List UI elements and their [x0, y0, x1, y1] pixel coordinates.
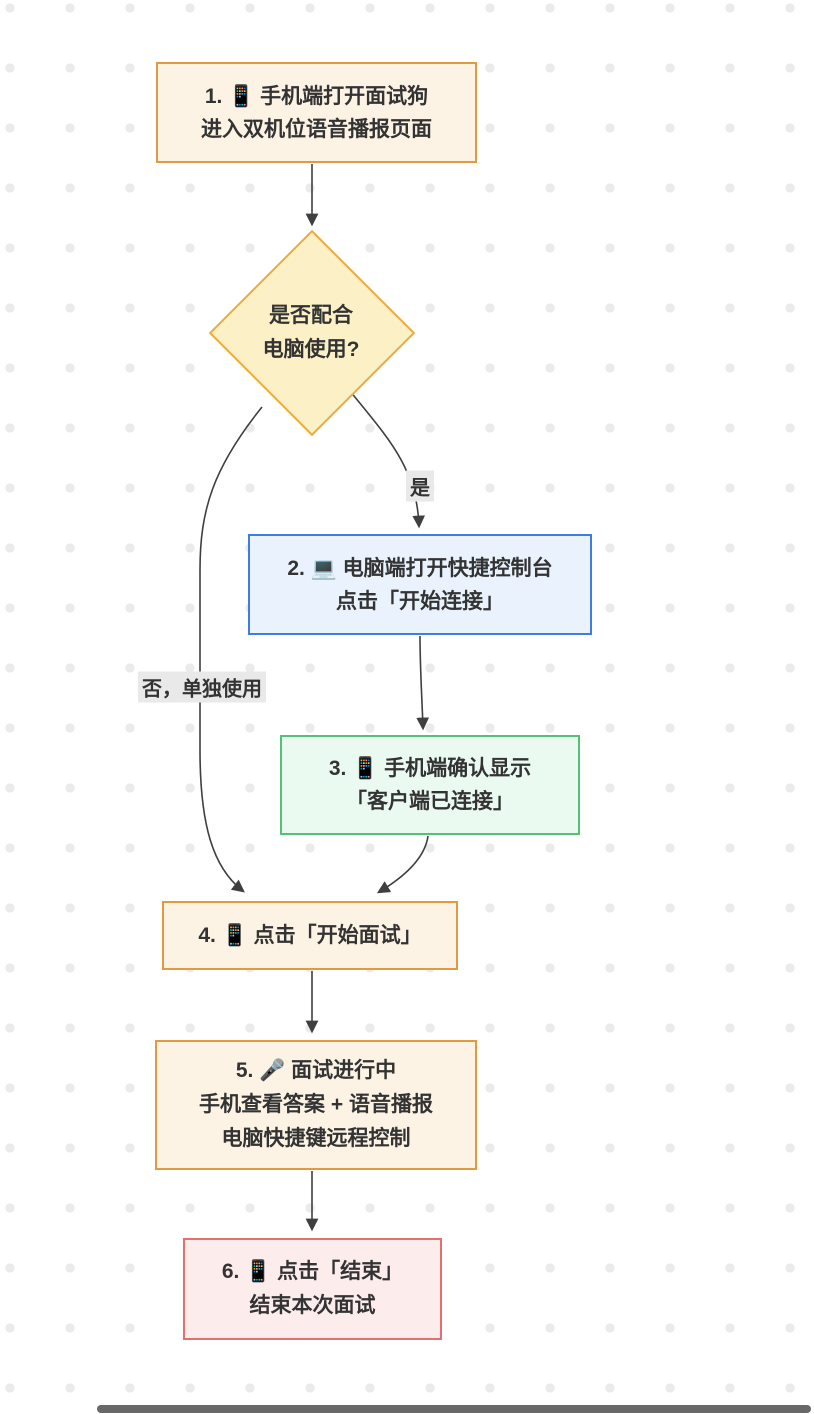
edge-label-yes-text: 是 — [410, 477, 430, 500]
node-step6-line1: 6. 📱 点击「结束」 — [221, 1260, 404, 1283]
node-decision-line1: 是否配合 — [268, 304, 353, 327]
node-step4-line1: 4. 📱 点击「开始面试」 — [198, 924, 422, 947]
node-decision-label: 是否配合 电脑使用? — [263, 299, 360, 367]
node-step5-line3: 电脑快捷键远程控制 — [221, 1127, 411, 1150]
edge-label-no-text: 否，单独使用 — [142, 678, 262, 701]
edge-decision-no-to-step4 — [199, 406, 263, 893]
node-step1: 1. 📱 手机端打开面试狗 进入双机位语音播报页面 — [156, 62, 477, 163]
edge-label-no: 否，单独使用 — [138, 671, 266, 703]
node-step1-line2: 进入双机位语音播报页面 — [201, 117, 432, 141]
edge-step3-to-step4 — [376, 835, 429, 894]
node-step4: 4. 📱 点击「开始面试」 — [162, 901, 458, 970]
node-decision-line2: 电脑使用? — [262, 338, 360, 361]
node-step3-line1: 3. 📱 手机端确认显示 — [328, 757, 532, 780]
node-step3-line2: 「客户端已连接」 — [346, 790, 514, 813]
node-step2-line2: 点击「开始连接」 — [336, 589, 504, 613]
node-step6-line2: 结束本次面试 — [249, 1294, 376, 1317]
node-step5: 5. 🎤 面试进行中 手机查看答案 + 语音播报 电脑快捷键远程控制 — [155, 1040, 477, 1170]
edge-decision-yes-to-step2 — [349, 390, 426, 529]
node-step1-line1: 1. 📱 手机端打开面试狗 — [204, 84, 429, 108]
horizontal-scrollbar[interactable] — [97, 1405, 811, 1413]
node-step6: 6. 📱 点击「结束」 结束本次面试 — [183, 1238, 442, 1340]
node-step3: 3. 📱 手机端确认显示 「客户端已连接」 — [280, 735, 580, 835]
node-step2-line1: 2. 💻 电脑端打开快捷控制台 — [287, 556, 553, 580]
node-step5-line1: 5. 🎤 面试进行中 — [235, 1059, 397, 1082]
node-step2: 2. 💻 电脑端打开快捷控制台 点击「开始连接」 — [248, 534, 592, 635]
edge-step2-to-step3 — [416, 635, 430, 731]
edge-label-yes: 是 — [406, 470, 434, 502]
node-step5-line2: 手机查看答案 + 语音播报 — [199, 1093, 433, 1116]
